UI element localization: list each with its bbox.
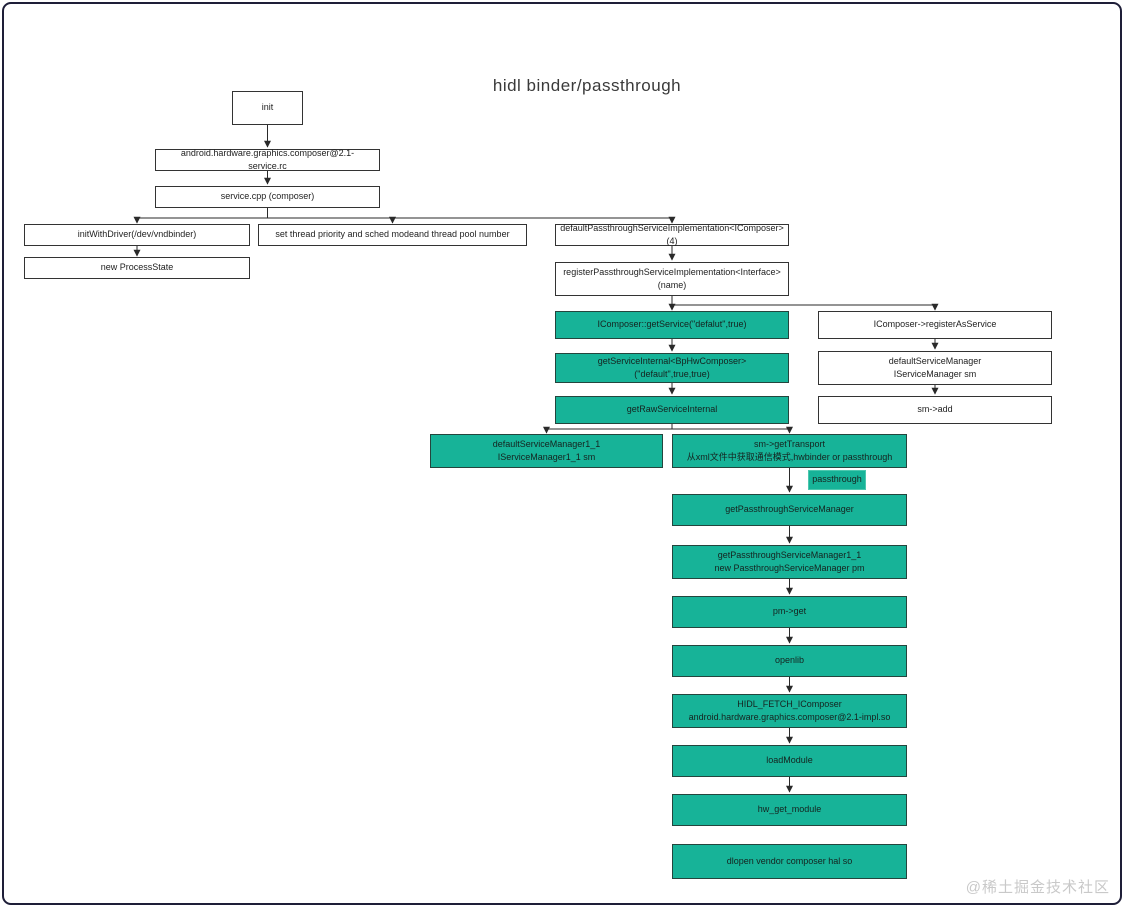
node-label: getPassthroughServiceManager1_1 xyxy=(717,549,862,560)
node-label: HIDL_FETCH_IComposer xyxy=(737,698,842,709)
node-rc-file: android.hardware.graphics.composer@2.1-s… xyxy=(155,147,380,171)
node-sm-add: sm->add xyxy=(818,396,1052,424)
node-label: sm->add xyxy=(917,404,953,415)
node-label: IServiceManager sm xyxy=(893,369,977,379)
diagram-title: hidl binder/passthrough xyxy=(492,76,682,95)
node-label: defaultServiceManager1_1 xyxy=(492,438,601,449)
edge-label-passthrough: passthrough xyxy=(808,470,866,490)
node-label: set thread priority and sched modeand th… xyxy=(275,229,510,240)
node-get-raw-service-internal: getRawServiceInternal xyxy=(555,396,789,424)
node-icomposer-register-as-service: IComposer->registerAsService xyxy=(818,311,1052,339)
node-label: defaultServiceManager xyxy=(888,355,982,366)
node-init-with-driver: initWithDriver(/dev/vndbinder) xyxy=(24,224,250,246)
node-openlib: openlib xyxy=(672,645,907,677)
node-label: android.hardware.graphics.composer@2.1-i… xyxy=(688,712,891,722)
node-label: passthrough xyxy=(812,474,862,485)
node-load-module: loadModule xyxy=(672,745,907,777)
node-sm-get-transport: sm->getTransport 从xml文件中获取通信模式,hwbinder … xyxy=(672,434,907,468)
node-label: defaultPassthroughServiceImplementation<… xyxy=(560,222,784,246)
node-label: loadModule xyxy=(766,755,813,766)
node-label: hw_get_module xyxy=(757,804,822,815)
node-label: getPassthroughServiceManager xyxy=(725,504,854,515)
node-label: registerPassthroughServiceImplementation… xyxy=(563,266,781,290)
node-label: IComposer::getService("defalut",true) xyxy=(597,319,747,330)
node-label: getServiceInternal<BpHwComposer> ("defau… xyxy=(597,355,747,379)
node-label: pm->get xyxy=(772,606,807,617)
node-default-service-manager: defaultServiceManager IServiceManager sm xyxy=(818,351,1052,385)
node-label: getRawServiceInternal xyxy=(626,404,718,415)
node-set-thread-priority: set thread priority and sched modeand th… xyxy=(258,224,527,246)
node-register-passthrough-impl: registerPassthroughServiceImplementation… xyxy=(555,262,789,296)
node-label: init xyxy=(261,102,274,113)
node-service-cpp: service.cpp (composer) xyxy=(155,186,380,208)
node-init: init xyxy=(232,91,303,125)
node-label: openlib xyxy=(774,655,805,666)
node-default-service-manager1-1: defaultServiceManager1_1 IServiceManager… xyxy=(430,434,663,468)
node-get-service-internal: getServiceInternal<BpHwComposer> ("defau… xyxy=(555,353,789,383)
node-label: IComposer->registerAsService xyxy=(873,319,997,330)
node-hw-get-module: hw_get_module xyxy=(672,794,907,826)
node-get-passthrough-service-manager: getPassthroughServiceManager xyxy=(672,494,907,526)
node-label: sm->getTransport xyxy=(754,438,825,449)
node-label: new ProcessState xyxy=(100,262,174,273)
node-icomposer-get-service: IComposer::getService("defalut",true) xyxy=(555,311,789,339)
node-label: android.hardware.graphics.composer@2.1-s… xyxy=(180,147,355,171)
node-label: service.cpp (composer) xyxy=(220,191,315,202)
node-get-passthrough-service-manager1-1: getPassthroughServiceManager1_1 new Pass… xyxy=(672,545,907,579)
node-label: new PassthroughServiceManager pm xyxy=(714,563,865,573)
node-label: initWithDriver(/dev/vndbinder) xyxy=(77,229,197,240)
node-label: dlopen vendor composer hal so xyxy=(726,855,853,866)
node-label: IServiceManager1_1 sm xyxy=(497,452,596,462)
node-hidl-fetch-icomposer: HIDL_FETCH_IComposer android.hardware.gr… xyxy=(672,694,907,728)
node-default-passthrough-impl: defaultPassthroughServiceImplementation<… xyxy=(555,222,789,246)
node-pm-get: pm->get xyxy=(672,596,907,628)
watermark: @稀土掘金技术社区 xyxy=(965,879,1110,896)
node-label: 从xml文件中获取通信模式,hwbinder or passthrough xyxy=(686,452,893,462)
node-new-process-state: new ProcessState xyxy=(24,257,250,279)
node-dlopen-vendor: dlopen vendor composer hal so xyxy=(672,844,907,879)
